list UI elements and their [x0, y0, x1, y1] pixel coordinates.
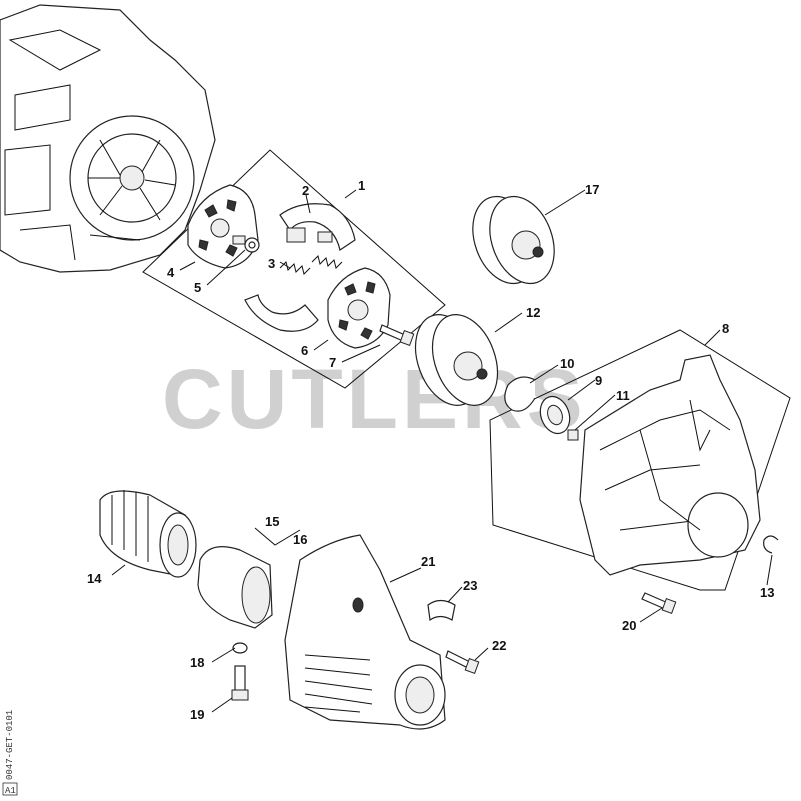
callout-14: 14	[87, 571, 102, 586]
fan-housing	[579, 354, 761, 576]
callout-7: 7	[329, 355, 336, 370]
clutch-plate-front	[187, 184, 259, 269]
cover-clip	[427, 599, 456, 622]
side-code-box-label: A1	[5, 786, 16, 796]
callout-16: 16	[293, 532, 307, 547]
clutch-shoes	[244, 203, 356, 332]
callout-21: 21	[421, 554, 435, 569]
callout-22-clip: 23	[463, 578, 477, 593]
callout-8: 8	[722, 321, 729, 336]
cover-screw	[231, 665, 249, 701]
callout-4: 4	[167, 265, 175, 280]
callout-3: 3	[268, 256, 275, 271]
guard-cover	[284, 534, 446, 730]
callout-6: 6	[301, 343, 308, 358]
clutch-plate-rear	[327, 267, 391, 349]
side-document-code: 0047-GET-0101	[5, 710, 15, 780]
engine-block-illustration	[0, 4, 216, 273]
callout-20: 20	[622, 618, 636, 633]
side-code-box	[2, 782, 18, 796]
callout-18: 18	[190, 655, 204, 670]
cover-screw-right	[445, 650, 480, 674]
circlip	[504, 376, 536, 412]
housing-screw	[641, 592, 677, 614]
callout-17: 17	[585, 182, 599, 197]
callout-2: 2	[302, 183, 309, 198]
spacer-sleeve	[567, 429, 579, 441]
fan-housing-group-frame	[489, 329, 791, 591]
callout-10: 10	[560, 356, 574, 371]
washer-hole	[248, 241, 256, 249]
ball-bearing	[539, 395, 571, 435]
clutch-drum-lower	[414, 314, 499, 406]
callout-13: 13	[760, 585, 774, 600]
callout-12: 12	[526, 305, 540, 320]
callout-labels: 1 2 3 4 5 6 7 8 9 10 11 12 13 14 15 16 1…	[87, 178, 774, 722]
guard-tube	[99, 490, 197, 578]
anti-vibration-sleeve	[197, 546, 273, 629]
callout-15: 15	[265, 514, 279, 529]
callout-5: 5	[194, 280, 201, 295]
clutch-screw	[379, 324, 415, 346]
callout-1: 1	[358, 178, 365, 193]
callout-11: 11	[616, 388, 630, 403]
callout-22: 22	[492, 638, 506, 653]
clutch-drum-upper	[472, 195, 555, 285]
callout-9: 9	[595, 373, 602, 388]
leader-lines	[111, 189, 773, 713]
clutch-springs	[279, 255, 343, 275]
housing-circlip	[763, 535, 779, 554]
washer-small	[232, 642, 248, 654]
callout-19: 19	[190, 707, 204, 722]
